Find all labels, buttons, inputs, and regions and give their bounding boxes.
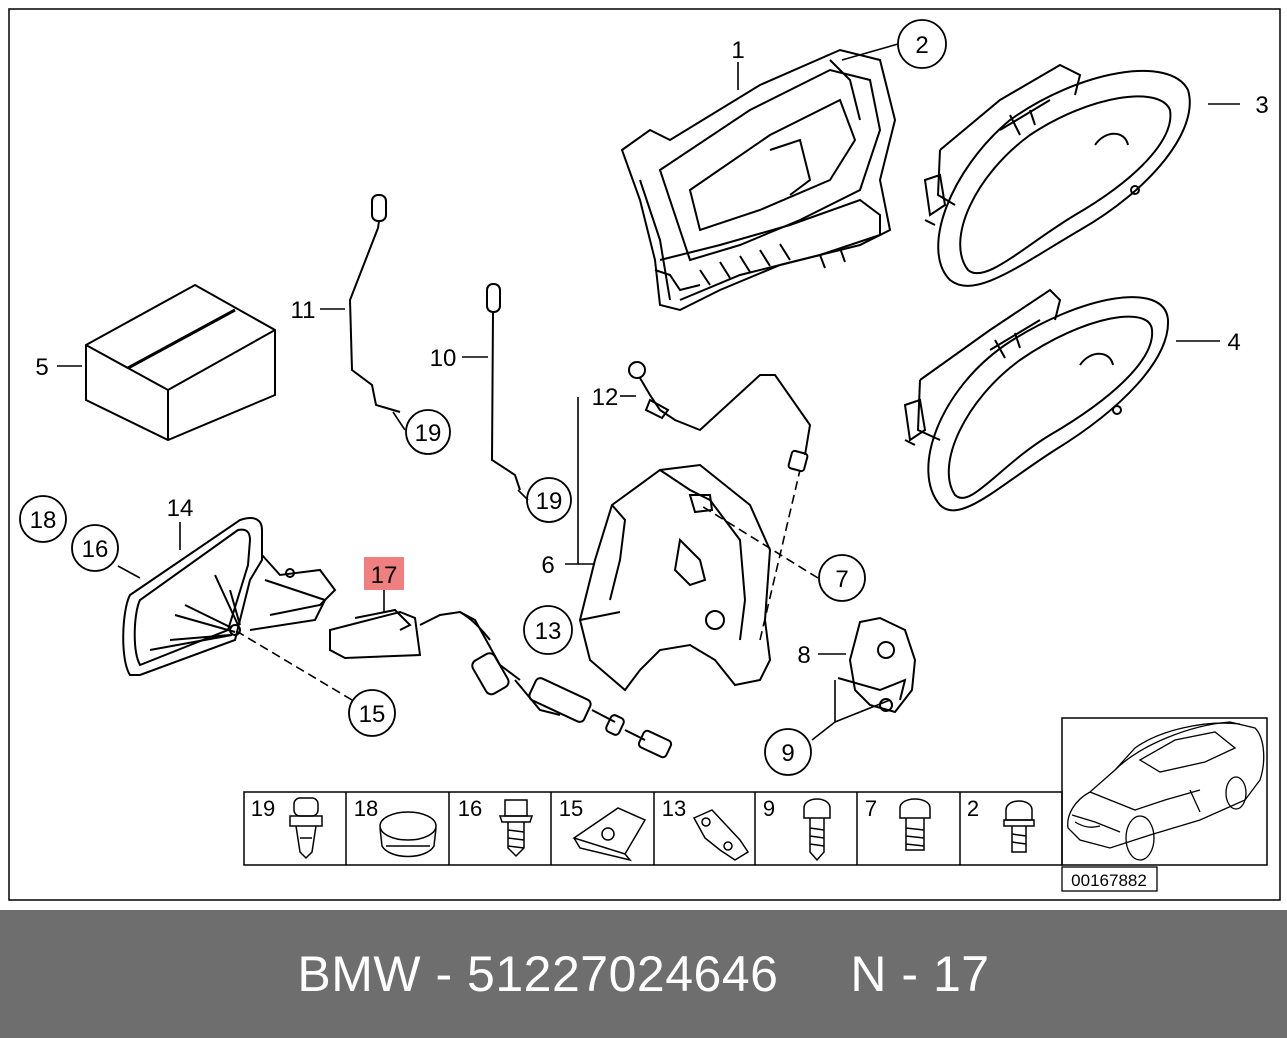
- part-rod-10: [486, 283, 521, 491]
- diagram-frame: [8, 8, 1281, 901]
- part-box: [85, 283, 276, 442]
- callout-3: 3: [1255, 92, 1268, 119]
- part-handle-mechanism: [122, 517, 337, 676]
- part-outer-handle-lower: [903, 288, 1170, 512]
- callout-16: 16: [82, 536, 109, 563]
- footer-page-label: N - 17: [850, 946, 990, 1002]
- strip-part-2: [1003, 800, 1035, 853]
- car-thumbnail: [1061, 717, 1268, 866]
- callout-4: 4: [1227, 329, 1240, 356]
- strip-label-13: 13: [662, 796, 686, 821]
- reference-box: [1061, 866, 1158, 892]
- callout-7: 7: [835, 566, 848, 593]
- callout-9: 9: [781, 740, 794, 767]
- part-cable-12: [628, 361, 812, 473]
- part-door-lock: [578, 463, 772, 692]
- strip-part-16: [498, 799, 534, 858]
- callout-1: 1: [731, 37, 744, 64]
- strip-label-16: 16: [458, 796, 482, 821]
- footer-text: BMW - 51227024646 N - 17: [0, 910, 1287, 1038]
- callout-14: 14: [167, 495, 194, 522]
- part-outer-handle-upper: [923, 63, 1191, 287]
- callout-19b: 19: [536, 488, 563, 515]
- part-carrier: [620, 48, 897, 312]
- footer-bar: BMW - 51227024646 N - 17: [0, 910, 1287, 1038]
- callout-19a: 19: [415, 420, 442, 447]
- footer-part-number: 51227024646: [467, 946, 779, 1002]
- callout-6: 6: [541, 552, 554, 579]
- strip-label-2: 2: [967, 796, 979, 821]
- strip-part-13: [692, 809, 750, 861]
- callout-13: 13: [535, 618, 562, 645]
- callout-17: 17: [371, 562, 398, 589]
- part-bowden-cable: [329, 608, 673, 759]
- leader-lines: [57, 43, 1240, 741]
- strip-part-7: [899, 798, 931, 851]
- parts-strip: 19 18 16 15 13 9 7 2: [243, 791, 1063, 866]
- strip-part-9: [803, 798, 831, 862]
- callout-18: 18: [30, 507, 57, 534]
- callout-12: 12: [592, 384, 619, 411]
- callout-5: 5: [35, 354, 48, 381]
- footer-brand: BMW: [297, 946, 422, 1002]
- callouts: 1 2 3 4 5 11 10 19 19 12 6 7 13 8 9 15 1…: [19, 19, 1269, 776]
- callout-10: 10: [430, 345, 457, 372]
- strip-label-7: 7: [865, 796, 877, 821]
- footer-separator: -: [421, 946, 468, 1002]
- part-striker: [837, 616, 917, 714]
- callout-8: 8: [797, 642, 810, 669]
- strip-label-15: 15: [559, 796, 583, 821]
- callout-2: 2: [915, 32, 928, 59]
- strip-label-9: 9: [763, 796, 775, 821]
- callout-17-highlight: [364, 557, 404, 590]
- part-rod-11: [348, 194, 401, 413]
- strip-label-19: 19: [251, 796, 275, 821]
- strip-part-19: [289, 797, 323, 860]
- reference-number: 00167882: [1071, 871, 1147, 890]
- strip-label-18: 18: [354, 796, 378, 821]
- callout-15: 15: [359, 701, 386, 728]
- strip-part-15: [572, 807, 647, 862]
- strip-part-18: [379, 811, 437, 858]
- callout-11: 11: [291, 297, 316, 324]
- parts-diagram: 1 2 3 4 5 11 10 19 19 12 6 7 13 8 9 15 1…: [8, 8, 1281, 901]
